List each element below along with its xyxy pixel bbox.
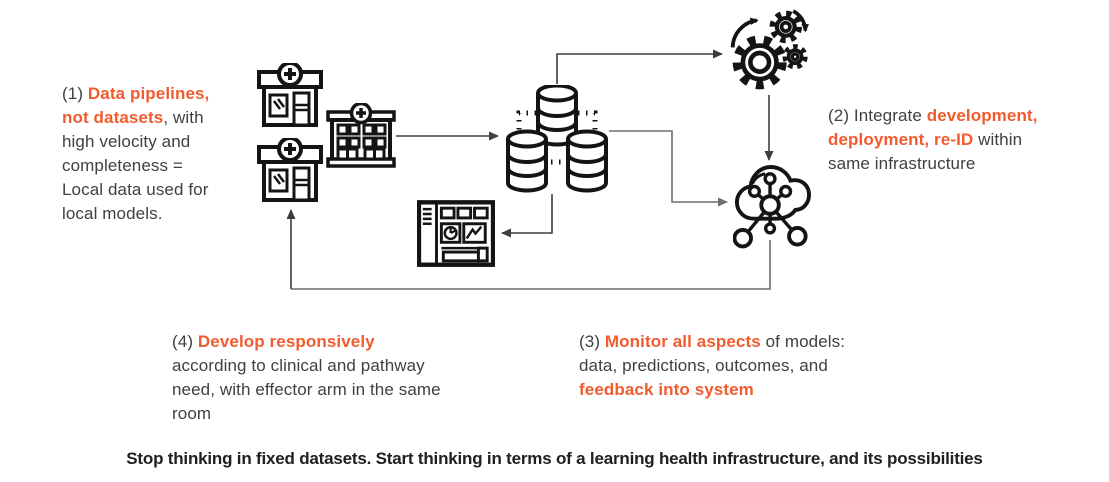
hospital-building-icon xyxy=(326,103,396,169)
cloud-ml-network-icon xyxy=(733,160,811,252)
gears-automation-icon xyxy=(728,8,810,98)
annotation-4-develop: (4) Develop responsively according to cl… xyxy=(172,332,441,423)
arrow-databases-to-dashboard xyxy=(501,194,553,238)
tagline-text: Stop thinking in fixed datasets. Start t… xyxy=(126,449,983,468)
annotation-1-data-pipelines: (1) Data pipelines, not datasets, with h… xyxy=(62,84,210,223)
feedback-loop-line xyxy=(291,240,771,290)
arrow-databases-to-model xyxy=(609,130,728,207)
database-cluster-icon xyxy=(506,85,608,195)
annotation-3-monitor: (3) Monitor all aspects of models: data,… xyxy=(579,332,846,399)
arrow-databases-to-gears xyxy=(556,49,723,84)
clinic-building-icon xyxy=(256,138,324,204)
clinic-building-icon xyxy=(256,63,324,129)
monitoring-dashboard-icon xyxy=(417,200,495,269)
annotation-2-integrate: (2) Integrate development, deployment, r… xyxy=(828,106,1038,173)
